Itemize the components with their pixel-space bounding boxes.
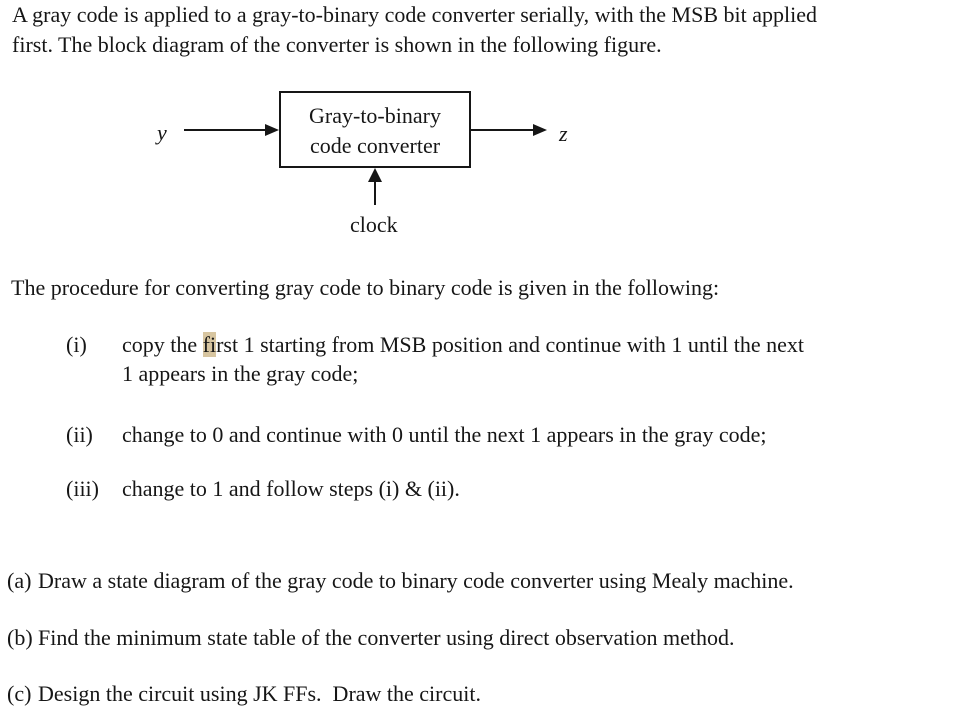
item-text-segment: copy the [122, 332, 203, 357]
input-arrow-line [184, 129, 268, 131]
item-text: change to 0 and continue with 0 until th… [122, 422, 767, 447]
item-text-segment: rst 1 starting from MSB position and con… [216, 332, 804, 357]
input-signal-label: y [157, 120, 167, 145]
question-text: Design the circuit using JK FFs. Draw th… [38, 681, 481, 706]
output-arrow-line [471, 129, 535, 131]
converter-box-label-line: Gray-to-binary [309, 103, 441, 128]
output-signal-label: z [559, 121, 568, 146]
question-marker: (a) [7, 568, 32, 593]
item-text: change to 1 and follow steps (i) & (ii). [122, 476, 460, 501]
clock-arrowhead-icon [368, 168, 382, 182]
clock-label: clock [350, 212, 398, 237]
question-text: Draw a state diagram of the gray code to… [38, 568, 794, 593]
item-marker: (iii) [66, 476, 99, 501]
procedure-intro: The procedure for converting gray code t… [11, 275, 720, 300]
intro-line: A gray code is applied to a gray-to-bina… [12, 2, 818, 27]
item-line: 1 appears in the gray code; [122, 361, 359, 386]
input-arrowhead-icon [265, 124, 279, 136]
clock-arrow-line [374, 180, 376, 205]
question-text: Find the minimum state table of the conv… [38, 625, 735, 650]
output-arrowhead-icon [533, 124, 547, 136]
item-marker: (i) [66, 332, 87, 357]
converter-box-label-line: code converter [309, 133, 441, 158]
problem-statement: A gray code is applied to a gray-to-bina… [12, 0, 817, 60]
question-marker: (c) [7, 681, 32, 706]
converter-box: Gray-to-binary code converter [279, 91, 471, 168]
item-text: copy the first 1 starting from MSB posit… [122, 330, 804, 388]
intro-line: first. The block diagram of the converte… [12, 32, 662, 57]
highlight-mark: fi [202, 332, 217, 357]
question-marker: (b) [7, 625, 33, 650]
item-line: copy the first 1 starting from MSB posit… [122, 330, 804, 359]
item-marker: (ii) [66, 422, 93, 447]
